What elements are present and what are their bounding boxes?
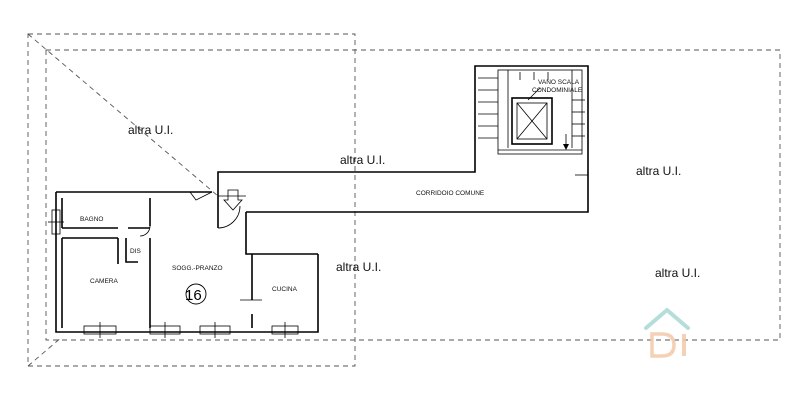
- label-corridoio-comune: CORRIDOIO COMUNE: [416, 190, 485, 197]
- label-altra-middle: altra U.I.: [336, 260, 381, 274]
- left-boundary: [27, 33, 356, 367]
- unit-number-circle: [185, 283, 207, 305]
- watermark-logo: [644, 308, 690, 358]
- label-altra-right-top: altra U.I.: [636, 164, 681, 178]
- label-altra-center: altra U.I.: [340, 153, 385, 167]
- label-dis: DIS: [130, 248, 142, 255]
- label-altra-top-left: altra U.I.: [128, 123, 173, 137]
- label-soggiorno: SOGG.-PRANZO: [172, 265, 223, 272]
- label-bagno: BAGNO: [80, 216, 103, 223]
- unit-number: 16: [185, 287, 202, 304]
- stair-arrow-icon: [563, 144, 569, 150]
- outer-boundary: [45, 49, 781, 341]
- corridor: [217, 65, 589, 213]
- staircase: [478, 69, 585, 155]
- boundary-lines: [27, 33, 781, 367]
- unit-walls: [48, 189, 319, 338]
- label-cucina: CUCINA: [272, 286, 298, 293]
- elevator-shaft: [511, 97, 553, 145]
- windows: [48, 209, 299, 338]
- label-altra-right-bottom: altra U.I.: [655, 266, 700, 280]
- diagonal-top: [27, 33, 219, 197]
- entrance-arrow-icon: [223, 189, 243, 211]
- label-condominiale: CONDOMINIALE: [532, 87, 583, 94]
- label-camera: CAMERA: [90, 278, 118, 285]
- diagonal-bottom: [27, 336, 63, 367]
- label-vano-scala: VANO SCALA: [538, 79, 580, 86]
